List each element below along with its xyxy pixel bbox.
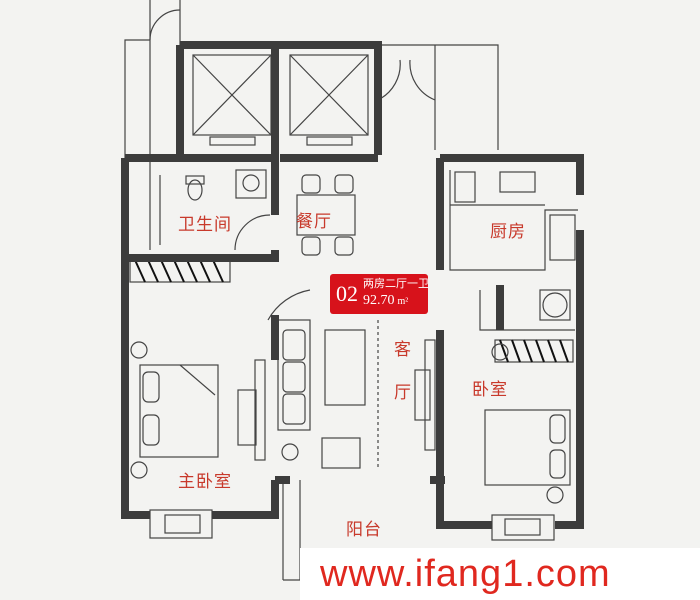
- room-label-bedroom: 卧室: [472, 380, 508, 400]
- watermark: www.ifang1.com: [300, 548, 700, 600]
- unit-number: 02: [336, 281, 358, 306]
- area-unit: m²: [397, 296, 409, 307]
- room-label-master-bedroom: 主卧室: [178, 472, 232, 492]
- unit-badge: 02 两房二厅一卫 92.70 m²: [330, 274, 429, 314]
- unit-type: 两房二厅一卫: [363, 278, 429, 290]
- dining-table: [296, 194, 356, 236]
- room-label-dining: 餐厅: [296, 212, 332, 232]
- coffee-table: [324, 329, 366, 406]
- room-label-balcony: 阳台: [346, 520, 382, 540]
- area-value: 92.70: [363, 293, 395, 308]
- unit-info: 两房二厅一卫 92.70 m²: [363, 278, 429, 310]
- room-label-bathroom: 卫生间: [178, 215, 232, 235]
- watermark-text: www.ifang1.com: [320, 553, 611, 595]
- unit-area: 92.70 m²: [363, 293, 429, 310]
- thin-lines: [124, 0, 578, 581]
- walls: [121, 41, 584, 529]
- elevator-shaft-2: [289, 54, 369, 136]
- bed: [484, 409, 571, 486]
- room-label-living: 客厅: [390, 340, 410, 426]
- sofa: [277, 319, 311, 431]
- room-label-kitchen: 厨房: [490, 222, 526, 242]
- master-bed: [139, 364, 219, 458]
